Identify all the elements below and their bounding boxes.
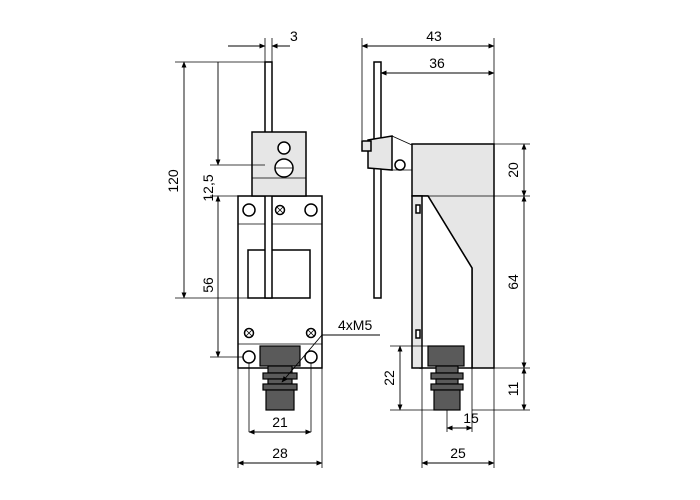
mount-hole-top-left [242,203,256,217]
side-plunger-tip [433,389,461,411]
dim-body-height: 64 [505,274,521,290]
front-view: 3 120 12,5 56 4xM5 21 28 [165,28,380,468]
front-window [247,249,311,299]
dim-body-width: 28 [272,445,288,461]
dim-side-depth: 25 [450,445,466,461]
side-view: 43 36 20 64 11 22 15 25 [361,28,530,468]
side-plunger-base [427,345,465,367]
plunger-base [259,345,301,367]
dim-lever-reach: 36 [429,55,445,71]
dim-head-height: 20 [505,162,521,178]
dim-total-width: 43 [426,28,442,44]
dim-total-height: 120 [165,169,181,193]
dim-plunger-offset: 15 [463,410,479,426]
dim-screws: 4xM5 [338,317,372,333]
mount-hole-bottom-left [242,350,256,364]
dim-rod-width: 3 [290,28,298,44]
dim-lower-length: 56 [200,277,216,293]
dim-base-height: 11 [505,382,521,397]
dim-clamp-offset: 12,5 [200,174,216,201]
mount-hole-top-right [304,203,318,217]
dim-plunger-height: 22 [381,370,397,386]
side-lever-rod [373,61,382,299]
clamp-screw-top [277,141,291,155]
dim-inner-width: 21 [272,414,288,430]
plunger-tip [265,389,295,411]
lever-pivot [394,159,406,171]
